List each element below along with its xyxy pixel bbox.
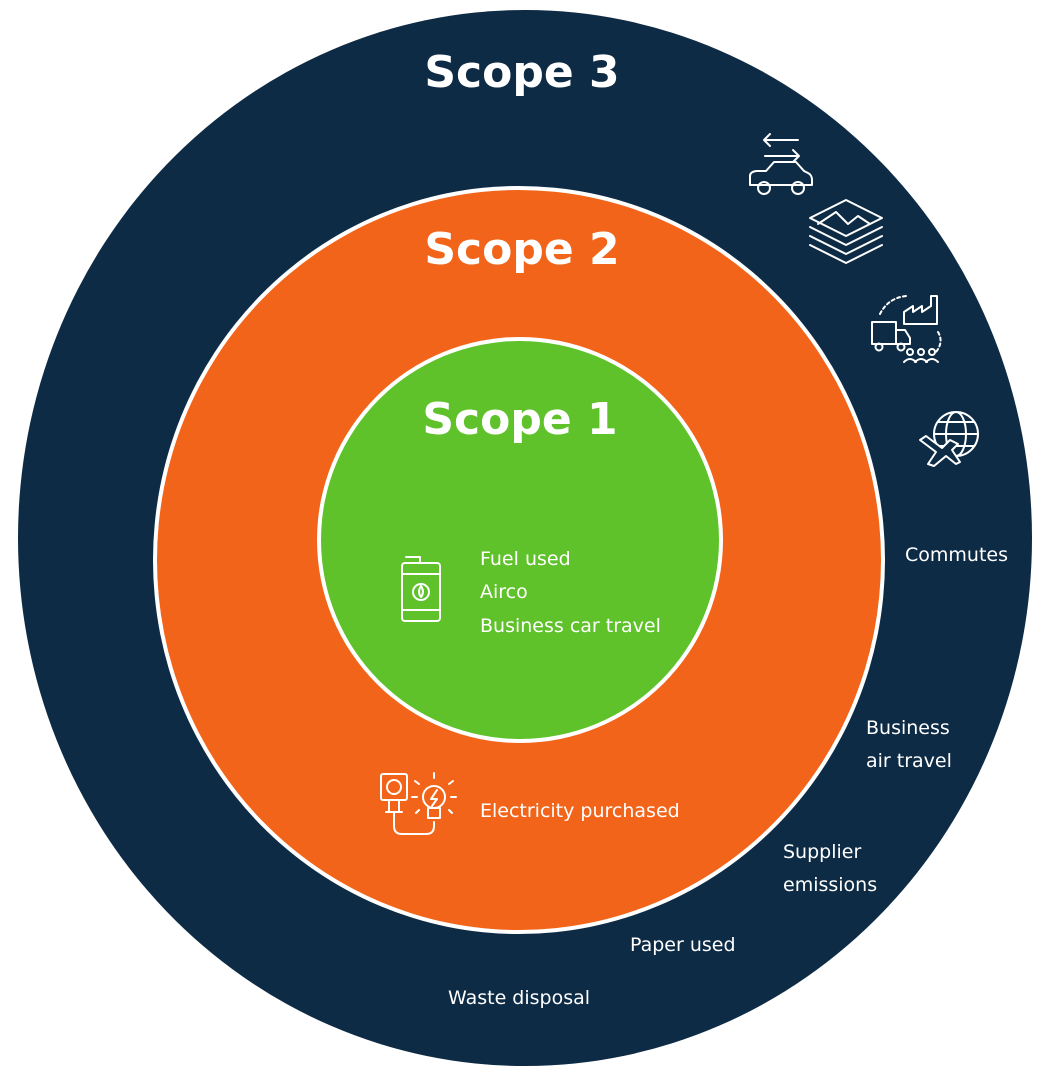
scope-2-item-electricity-purchased: Electricity purchased <box>480 800 680 822</box>
scope-1-item-airco: Airco <box>480 581 528 603</box>
scope-1-circle <box>321 341 719 739</box>
scope-1-item-fuel-used: Fuel used <box>480 548 571 570</box>
scope-3-item-waste-disposal: Waste disposal <box>448 987 590 1009</box>
scope-1-item-business-car-travel: Business car travel <box>480 615 661 637</box>
scope-3-item-commutes: Commutes <box>905 544 1008 566</box>
car-arrows-icon <box>749 133 813 195</box>
plane-globe-icon <box>919 411 979 467</box>
scope-1-title: Scope 1 <box>422 394 617 445</box>
supply-chain-icon <box>871 295 942 363</box>
scope-3-item-business-air-travel-line2: air travel <box>866 750 952 772</box>
scope-3-item-supplier-emissions-line1: Supplier <box>783 841 861 863</box>
scope-2-title: Scope 2 <box>424 224 619 275</box>
scope-3-title: Scope 3 <box>424 47 619 98</box>
fuel-barrel-icon <box>401 556 441 622</box>
scope-3-item-business-air-travel-line1: Business <box>866 717 950 739</box>
plug-bulb-icon <box>380 772 457 835</box>
paper-stack-icon <box>809 199 883 264</box>
scope-3-item-supplier-emissions-line2: emissions <box>783 874 877 896</box>
scope-3-item-paper-used: Paper used <box>630 934 736 956</box>
